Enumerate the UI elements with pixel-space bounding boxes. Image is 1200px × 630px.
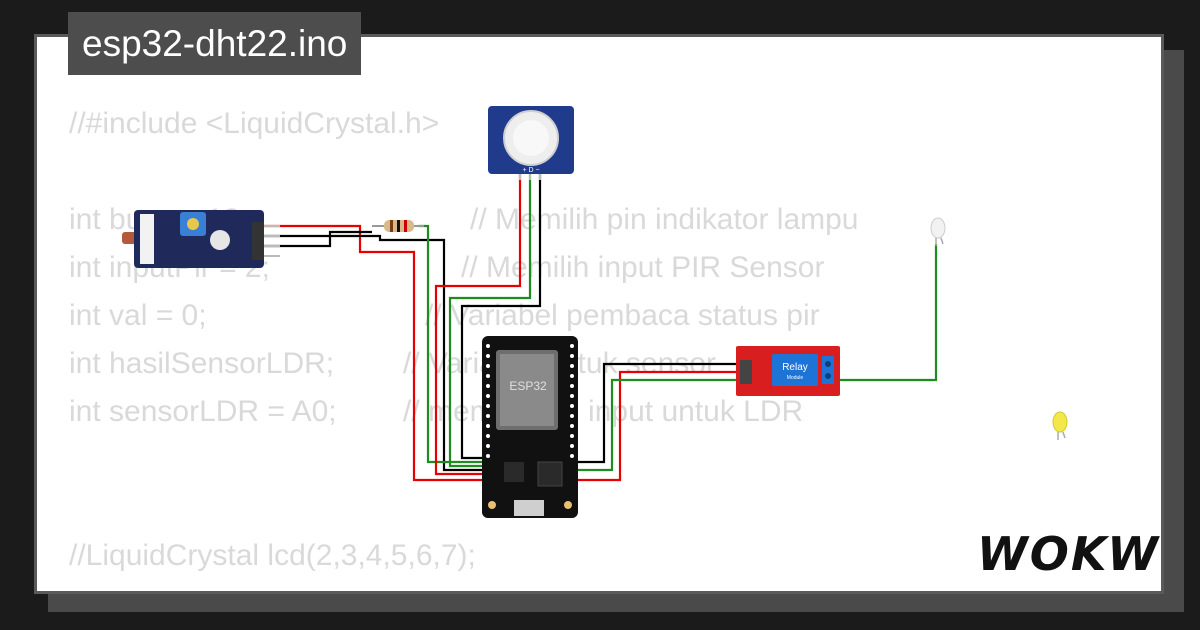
bulb-white bbox=[930, 217, 946, 246]
relay-module: Relay Module bbox=[736, 346, 840, 396]
relay-sublabel: Module bbox=[787, 375, 804, 381]
wire-red-1 bbox=[262, 224, 488, 482]
wire-relay-black bbox=[574, 362, 740, 464]
wire-pir-green bbox=[448, 174, 532, 468]
code-comment-2: // Memilih input PIR Sensor bbox=[461, 251, 825, 284]
led-yellow bbox=[1052, 411, 1068, 440]
window-title: esp32-dht22.ino bbox=[68, 12, 362, 75]
code-comment-1: // Memilih pin indikator lampu bbox=[470, 203, 859, 236]
wokwi-logo: WOKWi bbox=[977, 527, 1164, 581]
code-line-6: int hasilSensorLDR; bbox=[69, 347, 335, 380]
wire-relay-red bbox=[574, 370, 740, 482]
wire-black-1 bbox=[262, 234, 488, 472]
code-line-7: int sensorLDR = A0; bbox=[69, 395, 337, 428]
wire-relay-bulb bbox=[836, 244, 938, 382]
wire-relay-green bbox=[574, 378, 740, 472]
pir-sensor: + D − bbox=[488, 106, 574, 180]
wire-green-res bbox=[418, 224, 488, 464]
relay-label: Relay bbox=[782, 362, 808, 373]
wire-pir-red bbox=[434, 174, 522, 476]
wire-green-ldr bbox=[262, 230, 372, 248]
code-line-5: int val = 0; bbox=[69, 299, 207, 332]
esp32-board: ESP32 bbox=[482, 336, 578, 518]
esp32-label: ESP32 bbox=[509, 379, 547, 393]
code-line-10: //LiquidCrystal lcd(2,3,4,5,6,7); bbox=[69, 539, 476, 572]
resistor bbox=[372, 220, 424, 232]
ldr-module bbox=[122, 210, 280, 268]
pir-pin-labels: + D − bbox=[522, 167, 539, 174]
code-line-1: //#include <LiquidCrystal.h> bbox=[69, 107, 440, 140]
wire-pir-black bbox=[460, 174, 542, 460]
